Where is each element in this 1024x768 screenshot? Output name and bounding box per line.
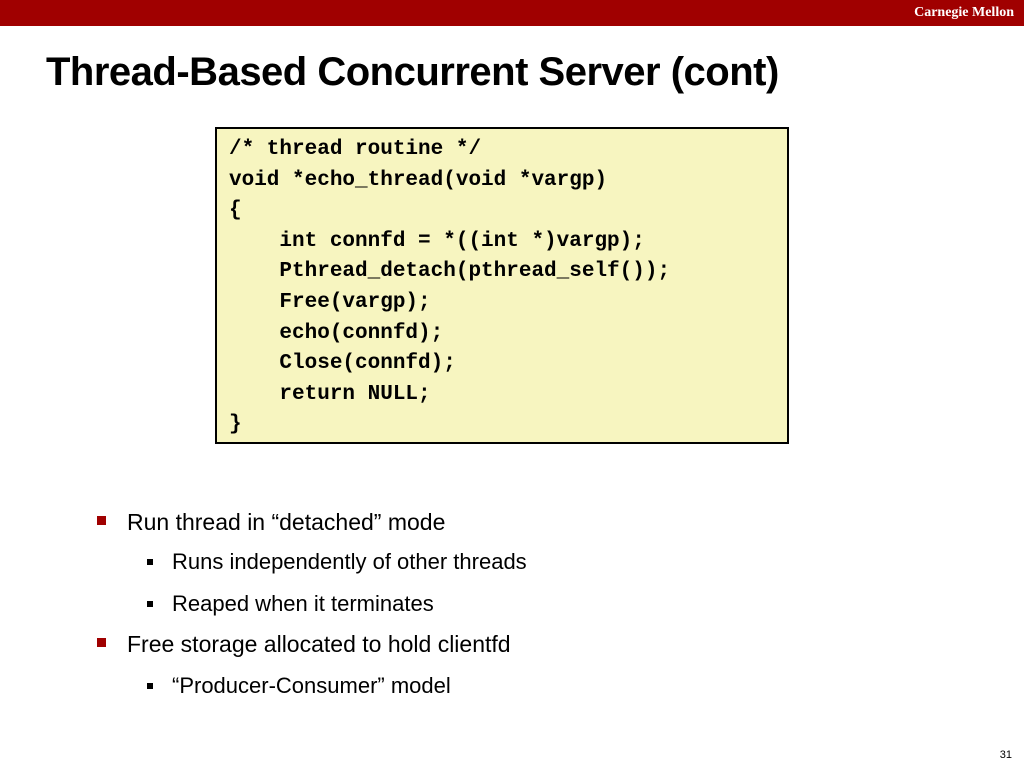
code-box: /* thread routine */ void *echo_thread(v… [215, 127, 789, 444]
square-bullet-icon [97, 638, 106, 647]
square-bullet-icon [97, 516, 106, 525]
bullet-text: Free storage allocated to hold clientfd [127, 631, 511, 657]
slide-title: Thread-Based Concurrent Server (cont) [46, 50, 779, 94]
bullet-free-storage: Free storage allocated to hold clientfd [97, 630, 511, 658]
header-bar: Carnegie Mellon [0, 0, 1024, 26]
small-square-bullet-icon [147, 683, 153, 689]
brand-label: Carnegie Mellon [914, 5, 1014, 20]
code-listing: /* thread routine */ void *echo_thread(v… [229, 138, 671, 437]
bullet-detached-mode: Run thread in “detached” mode [97, 508, 446, 536]
subbullet-text: Reaped when it terminates [172, 591, 434, 616]
subbullet-runs-independently: Runs independently of other threads [147, 548, 527, 576]
subbullet-text: “Producer-Consumer” model [172, 673, 451, 698]
page-number: 31 [999, 749, 1012, 761]
small-square-bullet-icon [147, 559, 153, 565]
bullet-text: Run thread in “detached” mode [127, 509, 446, 535]
subbullet-text: Runs independently of other threads [172, 549, 527, 574]
subbullet-reaped: Reaped when it terminates [147, 590, 434, 618]
small-square-bullet-icon [147, 601, 153, 607]
subbullet-producer-consumer: “Producer-Consumer” model [147, 672, 451, 700]
